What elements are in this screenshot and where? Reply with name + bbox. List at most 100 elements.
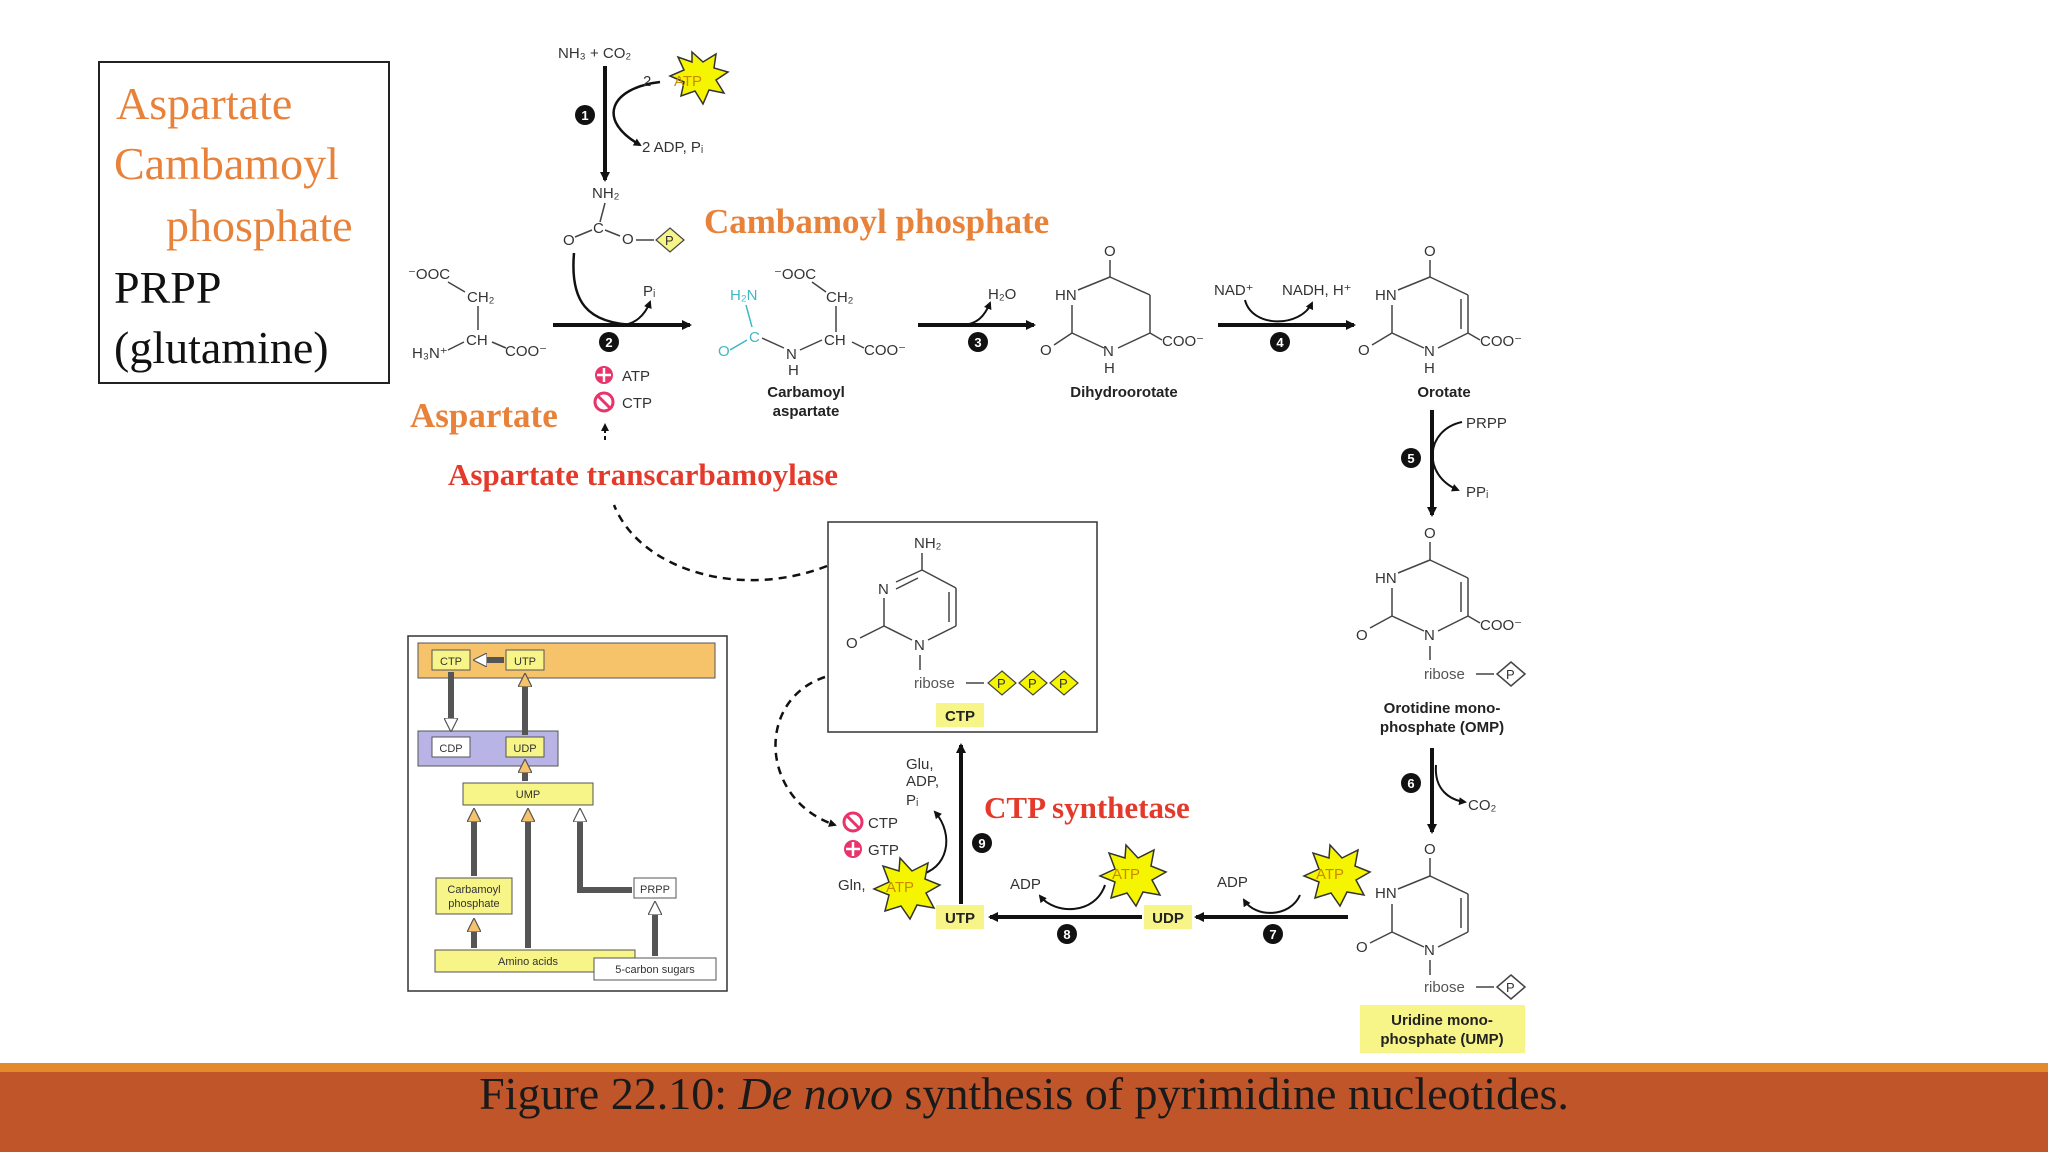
omp-b9 xyxy=(1467,615,1481,624)
cp-bond-left xyxy=(574,229,593,238)
oro-h: H xyxy=(1424,360,1435,377)
ca-label2: aspartate xyxy=(773,403,840,420)
omp-coo: COO⁻ xyxy=(1480,617,1522,634)
ump-o-left: O xyxy=(1356,939,1368,956)
step7-adp: ADP xyxy=(1217,874,1248,891)
step9-gln: Gln, xyxy=(838,877,866,894)
step8-atp-arrow xyxy=(1038,884,1106,910)
oro-o-left: O xyxy=(1358,342,1370,359)
ctp-phosphate-2 xyxy=(1018,670,1048,696)
asp-bond3 xyxy=(447,341,465,351)
asp-bond1 xyxy=(447,281,466,293)
asp-ch: CH xyxy=(466,332,488,349)
legend-cambamoyl: Cambamoyl xyxy=(114,138,339,189)
oro-b8 xyxy=(1371,332,1393,346)
step8-number: 8 xyxy=(1063,927,1070,942)
ctp-b5d xyxy=(895,577,919,590)
oro-b9 xyxy=(1467,332,1481,341)
ca-bond-nch xyxy=(799,339,823,351)
ca-n: N xyxy=(786,346,797,363)
inset-prpp: PRPP xyxy=(640,884,670,896)
step2-cp-in xyxy=(572,252,641,327)
ump-b6 xyxy=(1391,931,1425,948)
ump-o-top: O xyxy=(1424,841,1436,858)
step4-nadh: NADH, H⁺ xyxy=(1282,282,1352,299)
ctp-p2: P xyxy=(1028,676,1037,691)
step6-number-badge xyxy=(1401,773,1421,793)
inset-utp: UTP xyxy=(514,656,536,668)
ctp-p3: P xyxy=(1059,676,1068,691)
cp-c: C xyxy=(593,220,604,237)
ctp-b4 xyxy=(927,625,957,641)
label-aspartate: Aspartate xyxy=(410,396,558,435)
step1-atp-star xyxy=(668,50,730,106)
dho-b8 xyxy=(1053,332,1073,346)
omp-b6 xyxy=(1391,615,1425,632)
feedback-ctp-to-synthetase xyxy=(774,675,837,827)
inset-cdp-box xyxy=(431,736,471,758)
step5-prpp: PRPP xyxy=(1466,415,1507,432)
udp-label: UDP xyxy=(1152,910,1184,927)
step9-inhibitor-label: CTP xyxy=(868,815,898,832)
legend-prpp: PRPP xyxy=(114,262,222,313)
ctp-nh2: NH₂ xyxy=(914,535,942,552)
inset-ump: UMP xyxy=(516,789,540,801)
dho-o-top: O xyxy=(1104,243,1116,260)
inset-carbamoyl-2: phosphate xyxy=(448,898,499,910)
label-ctp-synthetase: CTP synthetase xyxy=(984,790,1190,825)
oro-label: Orotate xyxy=(1417,384,1470,401)
oro-n: N xyxy=(1424,343,1435,360)
utp-label-bg xyxy=(936,905,984,929)
omp-label1: Orotidine mono- xyxy=(1384,700,1501,717)
step2-inhibitor-label: CTP xyxy=(622,395,652,412)
ca-ch: CH xyxy=(824,332,846,349)
step9-activator-label: GTP xyxy=(868,842,899,859)
ump-label2: phosphate (UMP) xyxy=(1380,1031,1503,1048)
dho-b9 xyxy=(1149,332,1163,341)
ctp-n1: N xyxy=(914,637,925,654)
ca-bond-cyan1 xyxy=(745,304,753,328)
step8-atp-star xyxy=(1098,843,1168,908)
step1-side-arrow xyxy=(612,80,661,147)
step2-number-badge xyxy=(599,332,619,352)
label-aspartate-transcarbamoylase: Aspartate transcarbamoylase xyxy=(448,457,838,492)
ca-coo-top: ⁻OOC xyxy=(774,266,816,283)
step4-cofactor-arrow xyxy=(1244,299,1313,323)
cp-o-top: O xyxy=(563,232,575,249)
step4-nad: NAD⁺ xyxy=(1214,282,1254,299)
inset-ctp-box xyxy=(431,649,471,671)
caption-prefix: Figure 22.10: xyxy=(479,1068,739,1119)
cp-p: P xyxy=(665,233,674,248)
oro-b2 xyxy=(1397,276,1431,291)
ctp-ribose: ribose xyxy=(914,675,955,692)
step2-activator-plus xyxy=(597,368,611,382)
ctp-b7 xyxy=(883,625,913,641)
step1-atp-label: ATP xyxy=(674,73,702,90)
ctp-label: CTP xyxy=(945,708,975,725)
dho-hn: HN xyxy=(1055,287,1077,304)
inset-udp: UDP xyxy=(513,743,536,755)
step9-products-1: Glu, xyxy=(906,756,934,773)
dho-h: H xyxy=(1104,360,1115,377)
ump-label1: Uridine mono- xyxy=(1391,1012,1493,1029)
ca-coo: COO⁻ xyxy=(864,342,906,359)
inset-carbamoyl-1: Carbamoyl xyxy=(447,884,500,896)
ctp-label-bg xyxy=(936,703,984,727)
ump-n: N xyxy=(1424,942,1435,959)
step1-substrates: NH₃ + CO₂ xyxy=(558,45,631,62)
inset-prpp-box xyxy=(633,877,677,899)
omp-o-top: O xyxy=(1424,525,1436,542)
step8-adp: ADP xyxy=(1010,876,1041,893)
inset-arrow-prpp-ump xyxy=(580,815,632,893)
inset-frame xyxy=(407,635,728,992)
ca-bond1 xyxy=(811,281,827,293)
step5-number-badge xyxy=(1401,448,1421,468)
step9-products-3: Pᵢ xyxy=(906,792,918,809)
step7-number-badge xyxy=(1263,924,1283,944)
legend-aspartate: Aspartate xyxy=(116,78,293,129)
oro-b3 xyxy=(1429,276,1469,296)
omp-b5 xyxy=(1437,615,1469,632)
utp-label: UTP xyxy=(945,910,975,927)
step4-number: 4 xyxy=(1276,335,1284,350)
ca-bond3 xyxy=(851,341,865,349)
